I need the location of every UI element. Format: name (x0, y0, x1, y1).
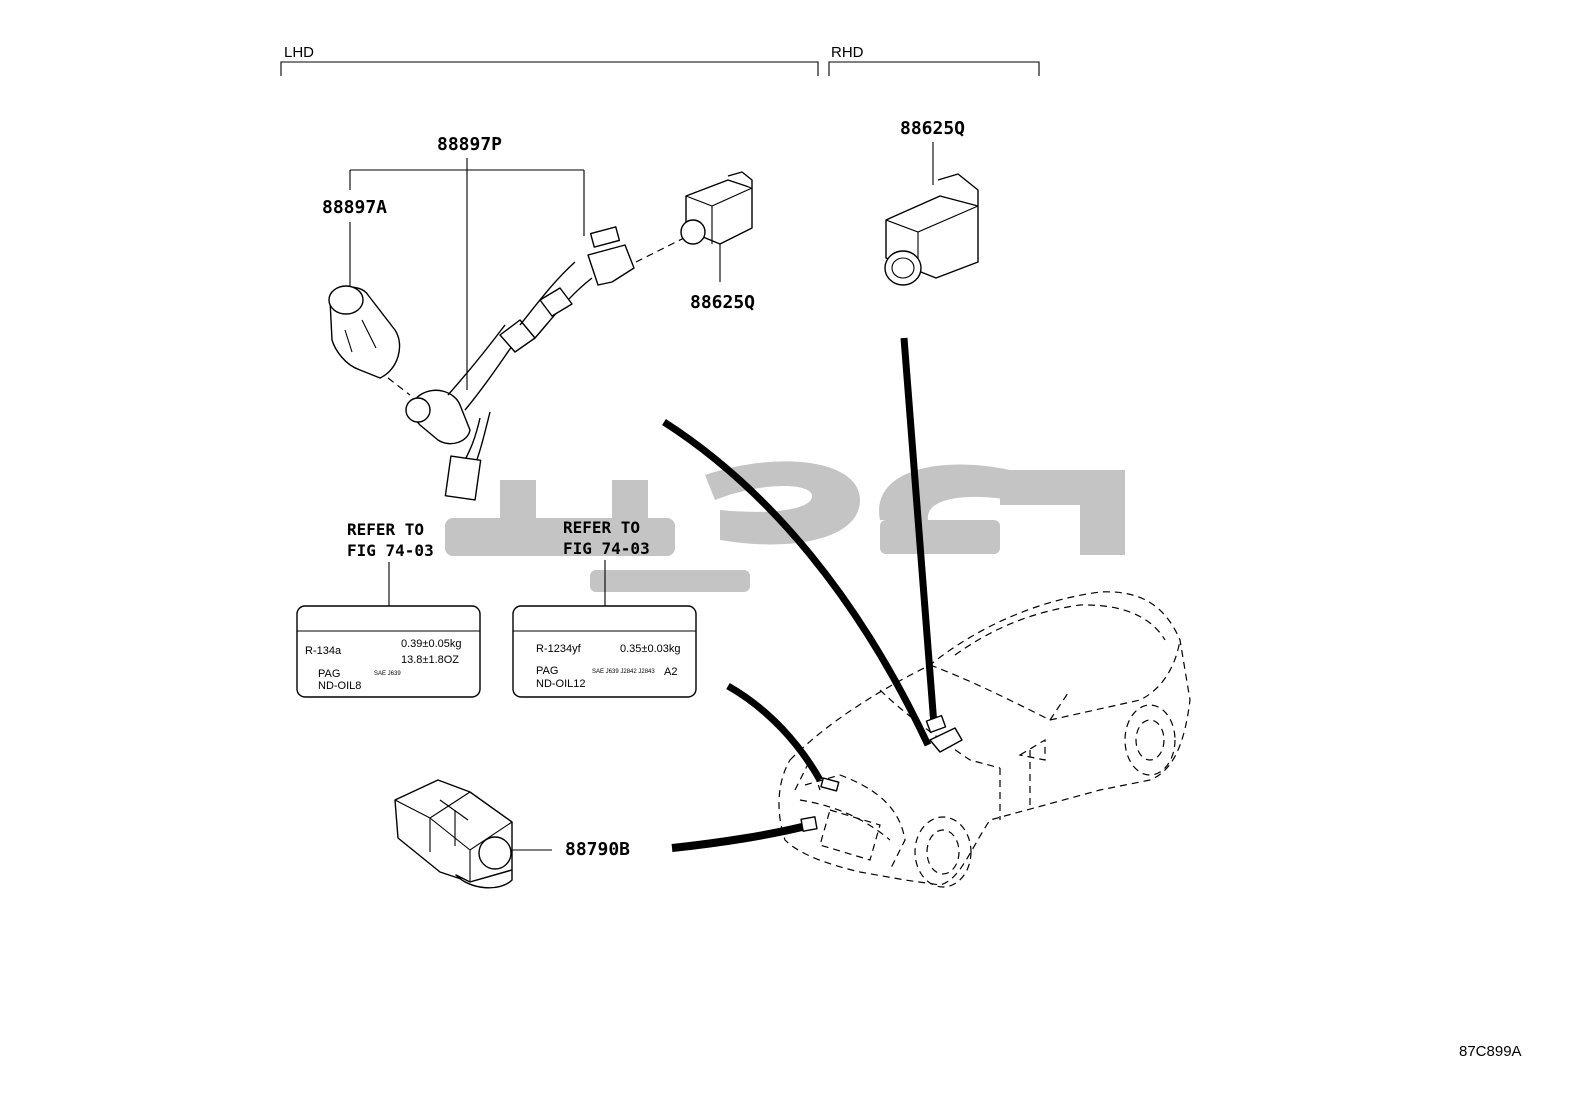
spec-small-text: SAE J639 J2842 J2843 (592, 669, 655, 675)
refer-line-2: FIG 74-03 (347, 541, 434, 560)
sensor-88625q-rhd: 88625Q (884, 118, 979, 286)
figure-code: 87C899A (1459, 1043, 1522, 1060)
part-number-88625q-rhd: 88625Q (900, 118, 965, 139)
refrigerant-label-2: R-1234yf 0.35±0.03kg PAG SAE J639 J2842 … (512, 605, 697, 698)
rhd-header: RHD (831, 44, 864, 61)
leader-88897p: 88897P (349, 134, 585, 390)
part-number-88625q-lhd: 88625Q (690, 292, 755, 313)
refer-note-1: REFER TO FIG 74-03 (347, 520, 434, 606)
refrigerant-type: R-1234yf (536, 643, 582, 655)
refer-line-1: REFER TO (347, 520, 424, 539)
oil-type: PAG (318, 668, 340, 680)
rhd-bracket: RHD (828, 44, 1040, 76)
part-number-88790b: 88790B (565, 839, 630, 860)
oil-type: PAG (536, 665, 558, 677)
refer-note-2: REFER TO FIG 74-03 (563, 518, 650, 606)
part-number-88897a: 88897A (322, 197, 387, 218)
oil-name: ND-OIL12 (536, 678, 586, 690)
sensor-plug-88897a (328, 285, 411, 396)
spec-small-text: SAE J639 (374, 671, 401, 677)
refer-line-1: REFER TO (563, 518, 640, 537)
charge-amount-kg: 0.35±0.03kg (620, 643, 680, 655)
leader-88897a: 88897A (322, 197, 387, 286)
refrigerant-label-1: R-134a 0.39±0.05kg 13.8±1.8OZ PAG SAE J6… (296, 605, 481, 698)
lhd-bracket: LHD (280, 44, 819, 76)
refrigerant-type: R-134a (305, 645, 342, 657)
car-outline (778, 591, 1191, 888)
wire-harness-88897p (405, 226, 685, 501)
oil-name: ND-OIL8 (318, 680, 361, 692)
pointer-lines (662, 337, 938, 852)
lhd-header: LHD (284, 44, 314, 61)
part-number-88897p: 88897P (437, 134, 502, 155)
sensor-88790b: 88790B (394, 779, 630, 889)
refer-line-2: FIG 74-03 (563, 539, 650, 558)
charge-amount-oz: 13.8±1.8OZ (401, 654, 459, 666)
charge-amount-kg: 0.39±0.05kg (401, 638, 461, 650)
label-suffix: A2 (664, 666, 677, 678)
sensor-88625q-lhd: 88625Q (680, 171, 755, 313)
